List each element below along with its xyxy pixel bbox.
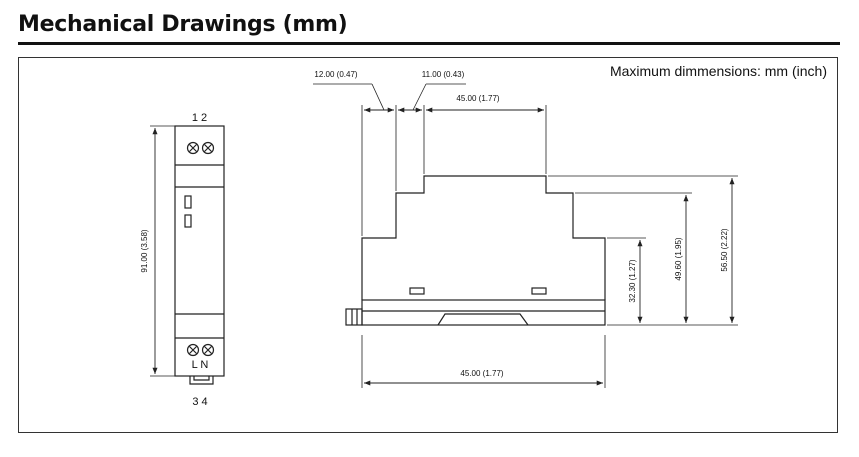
side-view [313, 83, 738, 388]
height-dimension-label: 91.00 (3.58) [140, 229, 149, 272]
top-width-dimension-label: 45.00 (1.77) [456, 94, 499, 103]
side-vent-1 [409, 287, 425, 295]
front-view [150, 125, 225, 385]
drawing-frame: Maximum dimmensions: mm (inch) [18, 57, 838, 433]
base-width-dimension-label: 45.00 (1.77) [460, 369, 503, 378]
step-dimension-label: 11.00 (0.43) [422, 70, 465, 79]
input-terminal-labels: L N [192, 359, 209, 371]
din-rail-groove [437, 313, 529, 326]
led-window-1 [184, 195, 192, 209]
height-dimension-extensions [548, 175, 738, 326]
top-terminal-numbers: 1 2 [192, 112, 207, 124]
top-terminal-screws [186, 141, 215, 155]
top-dimension-extensions [313, 83, 547, 236]
side-housing-outline [361, 175, 606, 300]
bottom-terminal-numbers: 3 4 [192, 396, 207, 408]
height-3-dimension-label: 56.50 (2.22) [720, 228, 729, 271]
led-window-2 [184, 214, 192, 228]
side-vent-2 [531, 287, 547, 295]
dimensions-note: Maximum dimmensions: mm (inch) [609, 63, 827, 79]
flange-dimension-label: 12.00 (0.47) [314, 70, 357, 79]
height-1-dimension-label: 32.30 (1.27) [628, 259, 637, 302]
title-underline [18, 42, 840, 45]
din-rail-base [361, 299, 606, 326]
bottom-terminal-screws [186, 343, 215, 357]
release-latch [345, 308, 363, 326]
din-clip [189, 376, 214, 385]
page-title: Mechanical Drawings (mm) [18, 12, 348, 37]
front-housing-outline [174, 125, 225, 377]
height-2-dimension-label: 49.60 (1.95) [674, 237, 683, 280]
